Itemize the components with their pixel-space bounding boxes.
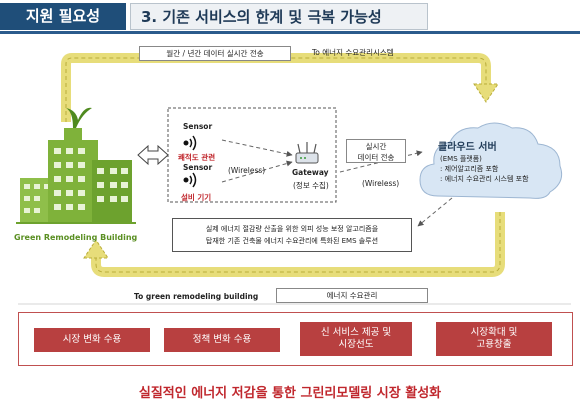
wireless-label: (Wireless) xyxy=(228,166,266,175)
ems-line: 실제 에너지 절감량 산출을 위한 외피 성능 보정 알고리즘을 xyxy=(205,225,379,233)
sensor-to-gateway-arrow xyxy=(221,160,293,183)
energy-demand-label: 에너지 수요관리 xyxy=(276,288,428,303)
sensor-sub-label: 설비 기기 xyxy=(181,193,212,202)
cloud-line: (EMS 플랫폼) xyxy=(440,155,482,163)
sensor-icon xyxy=(183,172,197,188)
sensor-sub-label: 쾌적도 관련 xyxy=(178,153,216,162)
to-ems-label: To 에너지 수요관리시스템 xyxy=(312,48,394,57)
cloud-line: : 제어알고리즘 포함 xyxy=(440,165,499,173)
building-caption: Green Remodeling Building xyxy=(14,233,138,242)
gateway-sub-label: (정보 수집) xyxy=(293,181,329,190)
realtime-transfer-box: 실시간 데이터 전송 xyxy=(346,139,406,163)
market-expansion-button: 시장확대 및 고용창출 xyxy=(436,322,552,356)
header-divider xyxy=(0,31,580,34)
wireless-label: (Wireless) xyxy=(362,179,400,188)
policy-change-button: 정책 변화 수용 xyxy=(164,328,280,352)
cloud-server-icon xyxy=(419,122,563,199)
conclusion-text: 실질적인 에너지 저감을 통한 그린리모델링 시장 활성화 xyxy=(138,386,442,401)
cloud-server-title: 클라우드 서버 xyxy=(438,142,497,153)
bottom-loop-arrow xyxy=(83,212,505,277)
gateway-router-icon xyxy=(295,142,319,164)
to-building-label: To green remodeling building xyxy=(134,292,259,301)
sensor-group-box xyxy=(167,107,337,203)
ems-line: 탑재한 기존 건축물 에너지 수요관리에 특화된 EMS 솔루션 xyxy=(205,237,379,245)
section-tag: 지원 필요성 xyxy=(0,3,126,30)
section-title: 3. 기존 서비스의 한계 및 극복 가능성 xyxy=(130,3,428,30)
sensor-label: Sensor xyxy=(183,163,213,172)
ems-solution-box: 실제 에너지 절감량 산출을 위한 외피 성능 보정 알고리즘을 탑재한 기존 … xyxy=(172,218,412,252)
cloud-to-ems-arrow xyxy=(417,197,453,227)
sensor-label: Sensor xyxy=(183,122,213,131)
market-change-button: 시장 변화 수용 xyxy=(34,328,150,352)
bidirectional-arrow-icon xyxy=(137,144,169,166)
sensor-to-gateway-arrow xyxy=(221,139,293,157)
new-service-button: 신 서비스 제공 및 시장선도 xyxy=(300,322,412,356)
top-loop-arrow xyxy=(61,53,499,122)
data-transfer-label: 월간 / 년간 데이터 실시간 전송 xyxy=(139,46,291,61)
green-building-icon xyxy=(16,107,136,224)
sensor-icon xyxy=(183,135,197,151)
gateway-label: Gateway xyxy=(292,168,329,177)
cloud-line: : 에너지 수요관리 시스템 포함 xyxy=(440,175,529,183)
